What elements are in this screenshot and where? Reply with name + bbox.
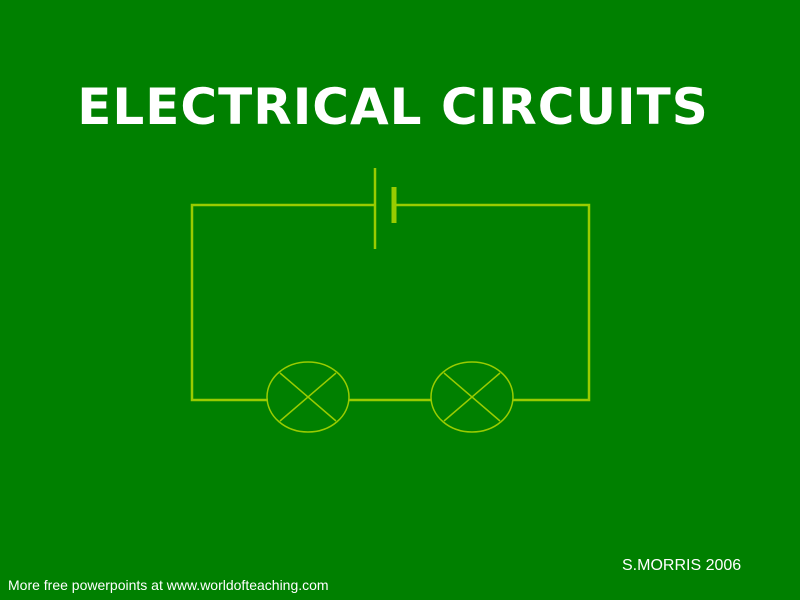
footer-link[interactable]: More free powerpoints at www.worldofteac… — [8, 577, 329, 593]
wire-top-right — [396, 203, 591, 402]
wire-top-left — [190, 203, 375, 402]
cell-icon — [373, 168, 397, 249]
lamp-icon — [430, 361, 514, 433]
slide-title: ELECTRICAL CIRCUITS — [77, 78, 709, 136]
author-credit: S.MORRIS 2006 — [622, 557, 742, 574]
lamp-icon — [266, 361, 350, 433]
